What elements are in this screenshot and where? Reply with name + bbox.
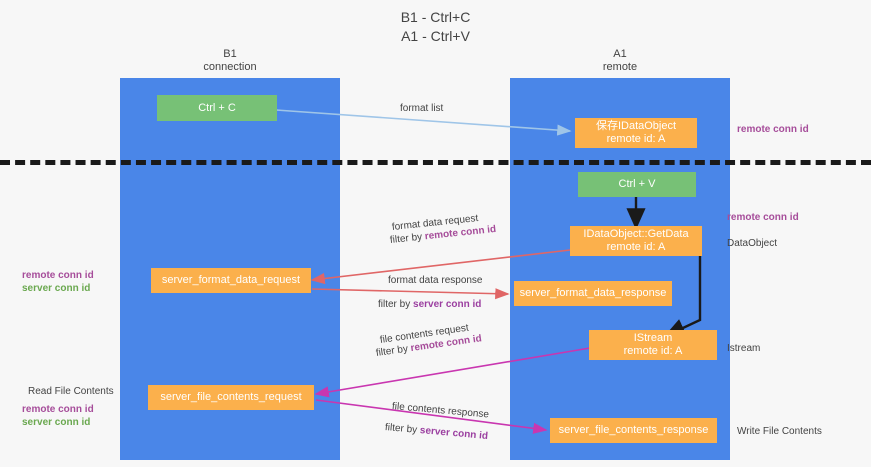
annotation-left-remote-conn-id-text: remote conn id	[22, 270, 94, 281]
edge-label-format-data-response-text: format data response	[388, 275, 483, 286]
edge-label-filter-server-1-prefix: filter by	[378, 299, 414, 310]
annotation-write-file-contents-text: Write File Contents	[737, 426, 822, 437]
annotation-dataobject: DataObject	[727, 237, 777, 250]
node-save-idataobject-line1: 保存IDataObject	[595, 120, 677, 132]
lane-title-b1: B1 connection	[203, 48, 257, 73]
node-save-idataobject-line2: remote id: A	[606, 133, 666, 145]
edge-label-filter-server-1-key: server conn id	[413, 299, 482, 310]
annotation-read-file-contents: Read File Contents	[28, 385, 114, 398]
edge-label-format-list-text: format list	[400, 103, 444, 114]
edge-label-filter-remote-2-prefix: filter by	[375, 343, 412, 359]
node-ctrl-v-label: Ctrl + V	[618, 178, 656, 190]
annotation-left-server-conn-id-text: server conn id	[22, 283, 91, 294]
node-ctrl-c[interactable]: Ctrl + C	[157, 95, 277, 121]
annotation-left-server-conn-id-2-text: server conn id	[22, 417, 91, 428]
node-ctrl-c-label: Ctrl + C	[198, 101, 236, 114]
edge-label-file-contents-response-text: file contents response	[391, 401, 490, 421]
node-server-file-contents-request-label: server_file_contents_request	[160, 391, 302, 403]
node-server-format-data-request-label: server_format_data_request	[161, 274, 301, 286]
edge-label-filter-server-1: filter by server conn id	[378, 298, 481, 311]
node-server-file-contents-response-label: server_file_contents_response	[558, 424, 709, 436]
node-istream-line2: remote id: A	[623, 345, 683, 357]
node-istream[interactable]: IStream remote id: A	[589, 330, 717, 360]
edge-label-file-contents-response: file contents response	[391, 400, 490, 421]
node-ctrl-v[interactable]: Ctrl + V	[578, 172, 696, 197]
edge-label-filter-server-2-key: server conn id	[419, 425, 489, 442]
annotation-left-remote-conn-id: remote conn id	[22, 269, 94, 282]
node-server-file-contents-request[interactable]: server_file_contents_request	[148, 385, 314, 410]
edge-label-format-data-response: format data response	[388, 274, 483, 287]
phase-divider	[0, 160, 871, 165]
annotation-remote-conn-id-1-text: remote conn id	[737, 124, 809, 135]
annotation-remote-conn-id-1: remote conn id	[737, 123, 809, 136]
edge-label-format-list: format list	[400, 102, 443, 115]
node-getdata-line2: remote id: A	[606, 241, 666, 253]
node-save-idataobject[interactable]: 保存IDataObject remote id: A	[575, 118, 697, 148]
annotation-write-file-contents: Write File Contents	[737, 425, 822, 438]
annotation-istream: Istream	[727, 342, 760, 355]
node-idataobject-getdata[interactable]: IDataObject::GetData remote id: A	[570, 226, 702, 256]
node-server-format-data-response[interactable]: server_format_data_response	[514, 281, 672, 306]
node-istream-line1: IStream	[633, 332, 673, 344]
edge-label-filter-server-2-prefix: filter by	[384, 422, 421, 437]
annotation-read-file-contents-text: Read File Contents	[28, 386, 114, 397]
node-server-format-data-response-label: server_format_data_response	[519, 287, 667, 299]
annotation-left-remote-conn-id-2-text: remote conn id	[22, 404, 94, 415]
annotation-dataobject-text: DataObject	[727, 238, 778, 249]
node-getdata-line1: IDataObject::GetData	[583, 228, 689, 240]
annotation-remote-conn-id-2: remote conn id	[727, 211, 799, 224]
annotation-istream-text: Istream	[727, 343, 761, 354]
page-title: B1 - Ctrl+C A1 - Ctrl+V	[400, 9, 471, 44]
annotation-left-server-conn-id-2: server conn id	[22, 416, 90, 429]
node-server-format-data-request[interactable]: server_format_data_request	[151, 268, 311, 293]
edge-label-filter-remote-1-prefix: filter by	[389, 231, 426, 246]
annotation-left-remote-conn-id-2: remote conn id	[22, 403, 94, 416]
lane-title-a1: A1 remote	[602, 48, 638, 73]
annotation-remote-conn-id-2-text: remote conn id	[727, 212, 799, 223]
edge-label-filter-server-2: filter by server conn id	[384, 421, 489, 443]
node-server-file-contents-response[interactable]: server_file_contents_response	[550, 418, 717, 443]
annotation-left-server-conn-id: server conn id	[22, 282, 90, 295]
